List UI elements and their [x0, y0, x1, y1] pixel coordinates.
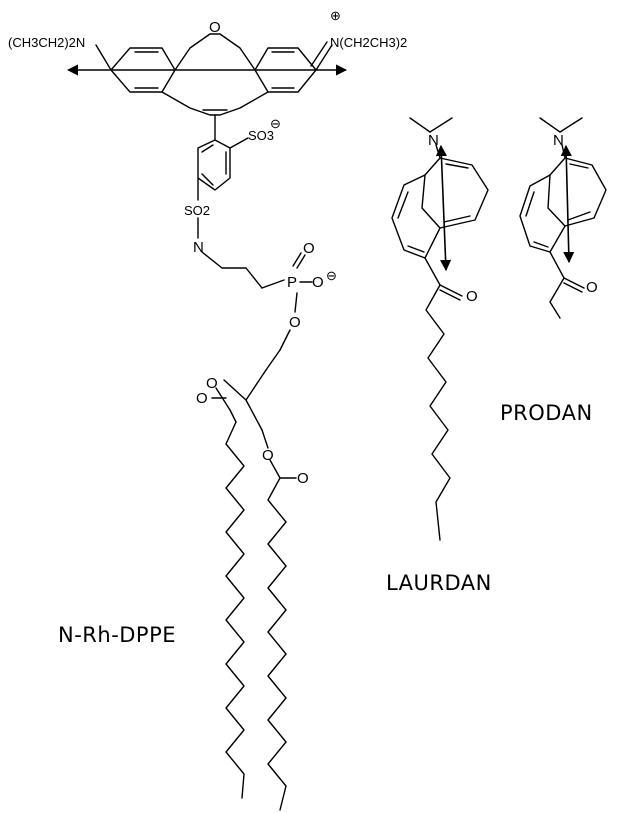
- prodan-name: PRODAN: [500, 401, 593, 425]
- left-diethylamino-label: (CH3CH2)2N: [8, 35, 85, 50]
- phosphate-phosphorus-label: P: [287, 274, 297, 291]
- prodan-carbonyl-oxygen: O: [586, 279, 598, 296]
- n-rh-dppe-name: N-Rh-DPPE: [58, 623, 176, 647]
- imino-plus-charge: ⊕: [330, 8, 341, 23]
- carbonyl-oxygen-sn2: O: [196, 390, 208, 407]
- ester-oxygen-sn1: O: [262, 447, 274, 464]
- rhodamine-dppe-structure: O (CH3CH2)2N N(CH2CH3)2 ⊕ SO3 ⊖: [8, 8, 407, 811]
- acyl-chain-sn2: [225, 421, 245, 799]
- acyl-chain-sn1: [267, 477, 287, 811]
- sulfonamide-nitrogen-label: N: [193, 239, 204, 256]
- phosphate-minus-charge: ⊖: [326, 268, 337, 283]
- phosphate-oxygen-right: O: [312, 274, 324, 291]
- laurdan-dipole-arrow: [435, 144, 452, 272]
- ester-oxygen-sn2: O: [206, 375, 218, 392]
- sulfonate-minus-charge: ⊖: [270, 116, 281, 131]
- right-diethylimino-label: N(CH2CH3)2: [330, 35, 407, 50]
- prodan-nitrogen-label: N: [553, 132, 564, 149]
- laurdan-name: LAURDAN: [386, 571, 492, 595]
- phosphate-oxygen-bottom: O: [289, 314, 301, 331]
- xanthene-core: [95, 33, 333, 141]
- laurdan-nitrogen-label: N: [428, 132, 439, 149]
- xanthene-oxygen-label: O: [209, 19, 221, 36]
- laurdan-structure: N O: [391, 117, 489, 541]
- sulfophenyl-ring: [197, 137, 313, 351]
- phosphate-oxygen-top: O: [303, 240, 315, 257]
- prodan-structure: N O: [519, 117, 607, 319]
- carbonyl-oxygen-sn1: O: [297, 470, 309, 487]
- sulfonyl-label: SO2: [184, 203, 210, 218]
- glycerol-backbone: [211, 349, 297, 479]
- prodan-dipole-arrow: [560, 144, 575, 264]
- laurdan-carbonyl-oxygen: O: [466, 288, 478, 305]
- sulfonate-label: SO3: [248, 128, 274, 143]
